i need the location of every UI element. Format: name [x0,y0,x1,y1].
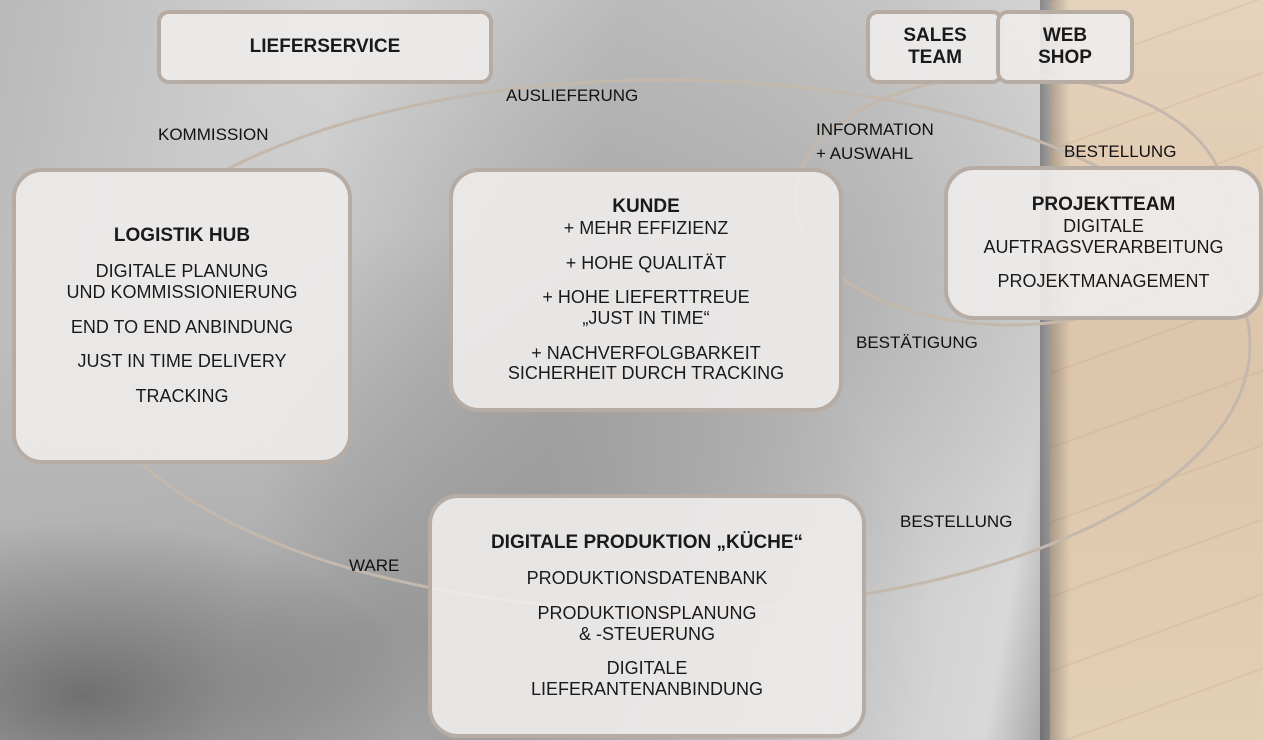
logistik-hub-item: DIGITALE PLANUNG [95,261,269,282]
kunde-title: KUNDE [612,196,680,218]
flow-label-ware: WARE [349,556,400,575]
web-shop-label-line1: WEB [1042,25,1088,47]
projektteam-item: DIGITALE [1063,215,1144,236]
kunde-item: + HOHE LIEFERTTREUE [542,287,750,308]
projektteam-box: PROJEKTTEAM DIGITALE AUFTRAGSVERARBEITUN… [944,166,1263,320]
projektteam-item: PROJEKTMANAGEMENT [997,271,1210,292]
logistik-hub-item: TRACKING [135,385,229,406]
sales-team-label-line2: TEAM [908,47,962,68]
produktion-title: DIGITALE PRODUKTION „KÜCHE“ [490,532,804,554]
kunde-item: SICHERHEIT DURCH TRACKING [507,363,785,384]
sales-team-label-line1: SALES [903,25,967,47]
background-shadow [0,520,420,740]
background-wood-panel [1050,0,1263,740]
projektteam-title: PROJEKTTEAM [1031,194,1176,216]
kunde-box: KUNDE + MEHR EFFIZIENZ + HOHE QUALITÄT +… [449,168,843,412]
flow-label-bestellung-bottom: BESTELLUNG [900,512,1013,531]
flow-label-bestellung-top: BESTELLUNG [1064,142,1177,161]
flow-label-auswahl: + AUSWAHL [816,144,914,163]
web-shop-box: WEB SHOP [996,10,1134,84]
produktion-item: & -STEUERUNG [578,623,715,644]
web-shop-label-line2: SHOP [1038,47,1092,68]
kunde-item: + MEHR EFFIZIENZ [563,217,729,238]
produktion-item: PRODUKTIONSPLANUNG [537,602,757,623]
background-edge-shade [1040,0,1070,740]
logistik-hub-box: LOGISTIK HUB DIGITALE PLANUNG UND KOMMIS… [12,168,352,464]
projektteam-item: AUFTRAGSVERARBEITUNG [983,236,1224,257]
kunde-item: + NACHVERFOLGBARKEIT [531,342,761,363]
flow-label-information: INFORMATION [816,120,934,139]
logistik-hub-item: END TO END ANBINDUNG [70,316,294,337]
flow-label-bestaetigung: BESTÄTIGUNG [856,333,978,352]
produktion-item: DIGITALE [606,658,688,679]
flow-label-kommission: KOMMISSION [158,125,269,144]
lieferservice-box: LIEFERSERVICE [157,10,493,84]
logistik-hub-item: JUST IN TIME DELIVERY [77,351,287,372]
logistik-hub-title: LOGISTIK HUB [113,225,251,247]
logistik-hub-item: UND KOMMISSIONIERUNG [66,281,298,302]
produktion-box: DIGITALE PRODUKTION „KÜCHE“ PRODUKTIONSD… [428,494,866,738]
produktion-item: LIEFERANTENANBINDUNG [530,678,764,699]
sales-team-box: SALES TEAM [866,10,1004,84]
kunde-item: + HOHE QUALITÄT [565,252,727,273]
lieferservice-label: LIEFERSERVICE [249,36,401,58]
flow-label-auslieferung: AUSLIEFERUNG [506,86,639,105]
produktion-item: PRODUKTIONSDATENBANK [526,568,768,589]
kunde-item: „JUST IN TIME“ [582,307,710,328]
